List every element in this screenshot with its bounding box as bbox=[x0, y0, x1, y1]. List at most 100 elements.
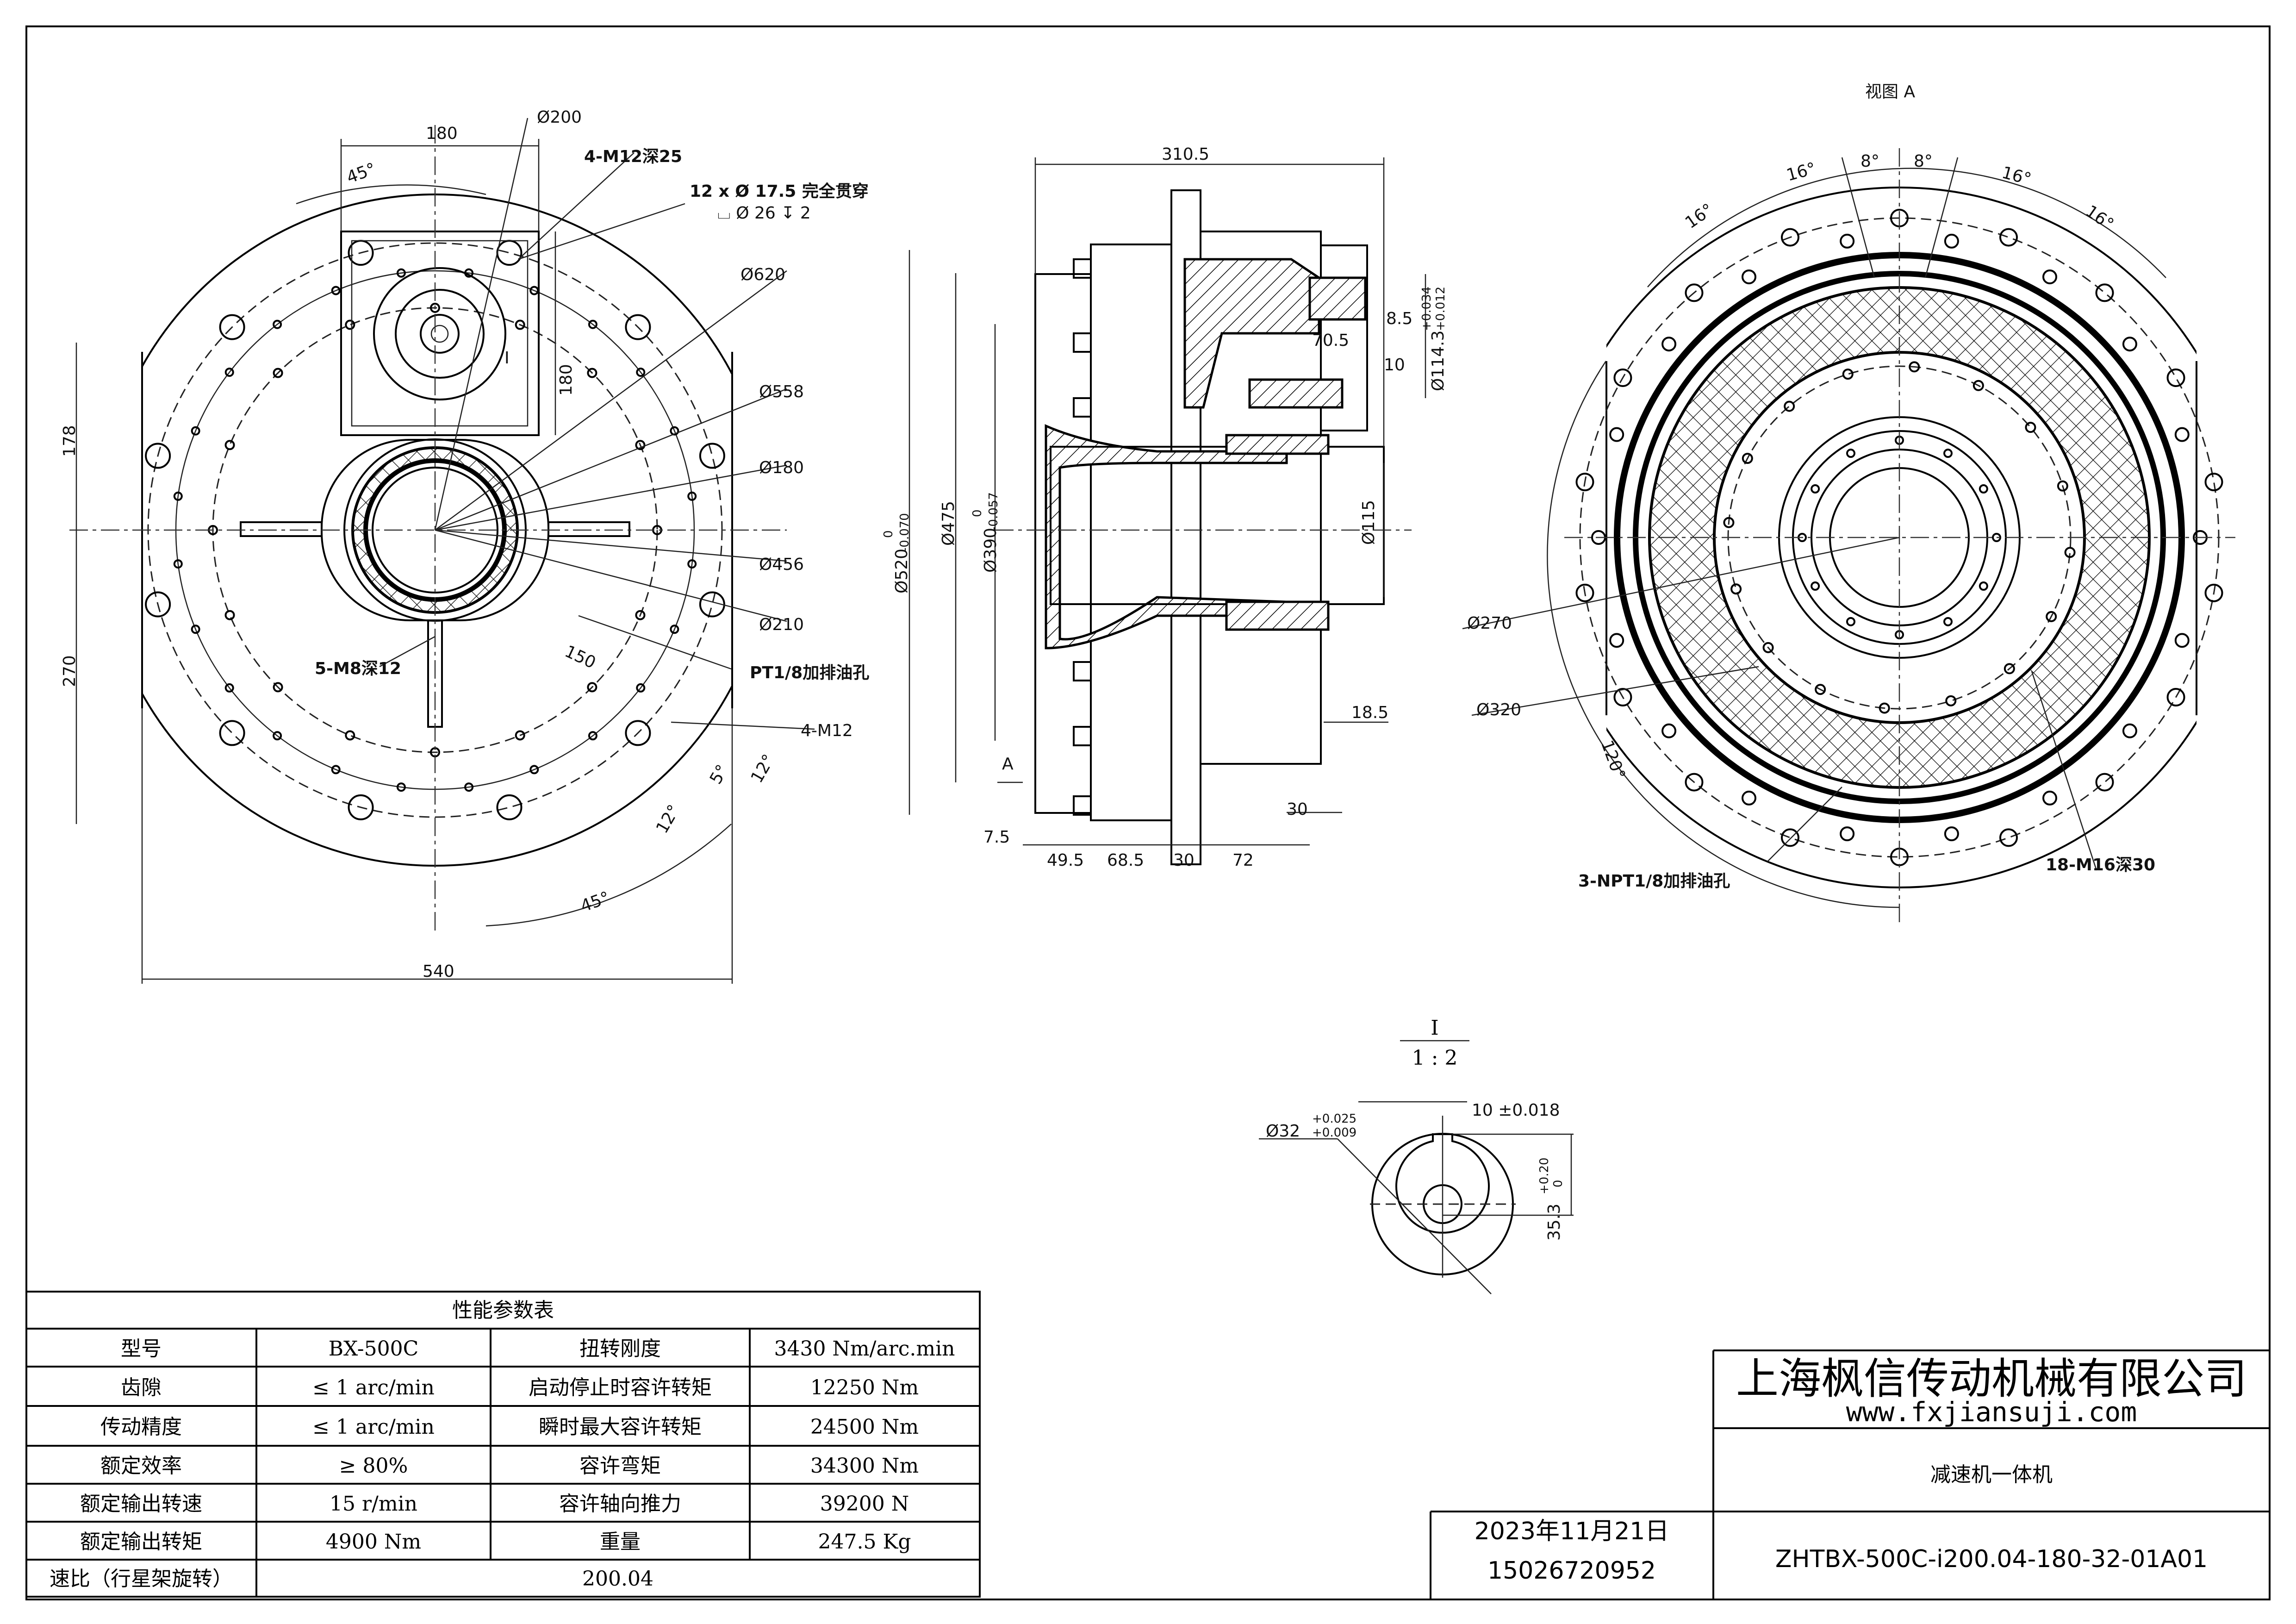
bolt-hole bbox=[1999, 228, 2018, 247]
tapped-hole bbox=[515, 730, 525, 741]
tapped-hole bbox=[2046, 611, 2057, 622]
spec-param-label: 额定输出转速 bbox=[80, 1492, 202, 1516]
tapped-hole bbox=[588, 319, 597, 329]
detail-dia-32: Ø32 bbox=[1266, 1122, 1300, 1141]
detail-i: I 1 : 2 Ø32 +0.025 +0.009 10 ±0.018 35.3… bbox=[1259, 1016, 1574, 1294]
tapped-hole bbox=[1972, 380, 1984, 391]
tapped-hole bbox=[273, 319, 282, 329]
tapped-hole bbox=[396, 268, 406, 278]
bolt-hole bbox=[219, 314, 245, 340]
tapped-hole bbox=[191, 625, 200, 634]
dim-10: 10 bbox=[1384, 356, 1405, 375]
bolt-hole bbox=[1575, 473, 1594, 492]
dim-angle-16-c: 16° bbox=[2000, 163, 2033, 189]
dim-angle-12-a: 12° bbox=[653, 802, 684, 837]
detail-key-height-tol-lower: 0 bbox=[1551, 1180, 1565, 1187]
bolt-hole bbox=[625, 720, 651, 746]
detail-label: I bbox=[1431, 1016, 1438, 1040]
bolt-hole bbox=[625, 314, 651, 340]
tapped-hole bbox=[224, 610, 235, 620]
dim-dia-475: Ø475 bbox=[939, 501, 958, 546]
ratio-label: 速比（行星架旋转） bbox=[50, 1567, 233, 1591]
tapped-hole bbox=[635, 440, 646, 450]
dim-30-right: 30 bbox=[1287, 800, 1308, 819]
bolt-hole bbox=[2204, 583, 2223, 602]
front-view: 180 Ø200 4-M12深25 12 x Ø 17.5 完全贯穿 ⌴ Ø 2… bbox=[60, 108, 869, 984]
bolt-head bbox=[1073, 397, 1092, 418]
bolt-hole bbox=[1609, 427, 1624, 442]
bolt-head bbox=[1073, 726, 1092, 746]
spec-param-value: 39200 N bbox=[820, 1492, 909, 1516]
side-section-view: 310.5 Ø520 0 -0.070 Ø475 Ø390 0 -0.057 8… bbox=[882, 145, 1448, 870]
dim-68-5: 68.5 bbox=[1107, 851, 1144, 870]
bolt-hole bbox=[1944, 233, 1959, 249]
tapped-hole bbox=[1979, 484, 1988, 493]
dim-49-5: 49.5 bbox=[1047, 851, 1084, 870]
bolt-hole bbox=[2204, 473, 2223, 492]
dim-180-vertical: 180 bbox=[557, 364, 576, 396]
tapped-hole bbox=[273, 368, 283, 378]
tapped-hole bbox=[529, 765, 539, 775]
bolt-hole bbox=[1840, 826, 1855, 842]
bolt-hole bbox=[2095, 283, 2114, 302]
bolt-hole bbox=[1685, 283, 1704, 302]
tapped-hole bbox=[687, 491, 697, 501]
dim-dia-115: Ø115 bbox=[1359, 500, 1378, 545]
bolt-hole bbox=[1661, 723, 1677, 738]
spec-param-label: 容许轴向推力 bbox=[559, 1492, 681, 1516]
spec-param-label: 启动停止时容许转矩 bbox=[529, 1376, 712, 1399]
tapped-hole bbox=[273, 731, 282, 741]
tapped-hole bbox=[1784, 400, 1795, 412]
tapped-hole bbox=[1909, 361, 1920, 373]
dim-dia-520-tol-upper: 0 bbox=[882, 530, 896, 538]
bolt-hole bbox=[1781, 828, 1800, 847]
bolt-hole bbox=[2042, 269, 2057, 285]
dim-dia-558: Ø558 bbox=[759, 382, 804, 401]
detail-key-height-tol-upper: +0.20 bbox=[1537, 1157, 1551, 1194]
tapped-hole bbox=[1943, 617, 1953, 626]
company-website: www.fxjiansuji.com bbox=[1846, 1396, 2137, 1428]
bolt-hole bbox=[1575, 583, 1594, 602]
tapped-hole bbox=[331, 286, 341, 295]
dim-dia-114-3-tol-upper: +0.034 bbox=[1420, 287, 1434, 331]
spec-param-value: 34300 Nm bbox=[810, 1454, 919, 1478]
tapped-hole bbox=[273, 682, 283, 693]
tapped-hole bbox=[1815, 684, 1826, 695]
detail-dia-32-tol-upper: +0.025 bbox=[1312, 1112, 1356, 1126]
bolt-hole bbox=[699, 443, 725, 469]
dim-dia-456: Ø456 bbox=[759, 555, 804, 574]
dim-angle-5: 5° bbox=[706, 762, 732, 787]
bolt-hole bbox=[145, 443, 171, 469]
bolt-hole bbox=[2174, 427, 2190, 442]
flange-bolts bbox=[1073, 258, 1092, 816]
note-m8-holes: 5-M8深12 bbox=[315, 659, 401, 678]
tapped-hole bbox=[670, 625, 679, 634]
dim-178: 178 bbox=[60, 425, 79, 457]
dim-dia-390-tol-upper: 0 bbox=[971, 509, 984, 517]
dim-dia-210: Ø210 bbox=[759, 615, 804, 634]
tapped-hole bbox=[2064, 547, 2076, 558]
spec-param-label: 重量 bbox=[600, 1530, 641, 1554]
dim-150: 150 bbox=[562, 642, 599, 673]
tapped-hole bbox=[1762, 642, 1774, 653]
tapped-hole bbox=[464, 782, 474, 792]
dim-8-5: 8.5 bbox=[1386, 309, 1412, 328]
spec-param-value: ≥ 80% bbox=[339, 1454, 408, 1478]
tapped-hole bbox=[1945, 695, 1957, 706]
dim-310-5: 310.5 bbox=[1162, 145, 1209, 164]
bolt-hole bbox=[1613, 688, 1632, 706]
bolt-head bbox=[1073, 795, 1092, 816]
bolt-hole bbox=[145, 591, 171, 618]
tapped-hole bbox=[1811, 484, 1820, 493]
dim-angle-16-d: 16° bbox=[2082, 202, 2117, 234]
bolt-hole bbox=[2122, 337, 2137, 352]
dim-dia-520: Ø520 bbox=[892, 549, 911, 593]
tapped-hole bbox=[345, 319, 355, 330]
dim-dia-620: Ø620 bbox=[740, 265, 785, 284]
detail-key-width: 10 ±0.018 bbox=[1472, 1101, 1560, 1120]
tapped-hole bbox=[191, 426, 200, 436]
bolt-hole bbox=[1944, 826, 1959, 842]
dim-angle-16-a: 16° bbox=[1682, 200, 1717, 232]
dim-angle-12-b: 12° bbox=[747, 751, 778, 787]
spec-param-value: 24500 Nm bbox=[810, 1415, 919, 1439]
